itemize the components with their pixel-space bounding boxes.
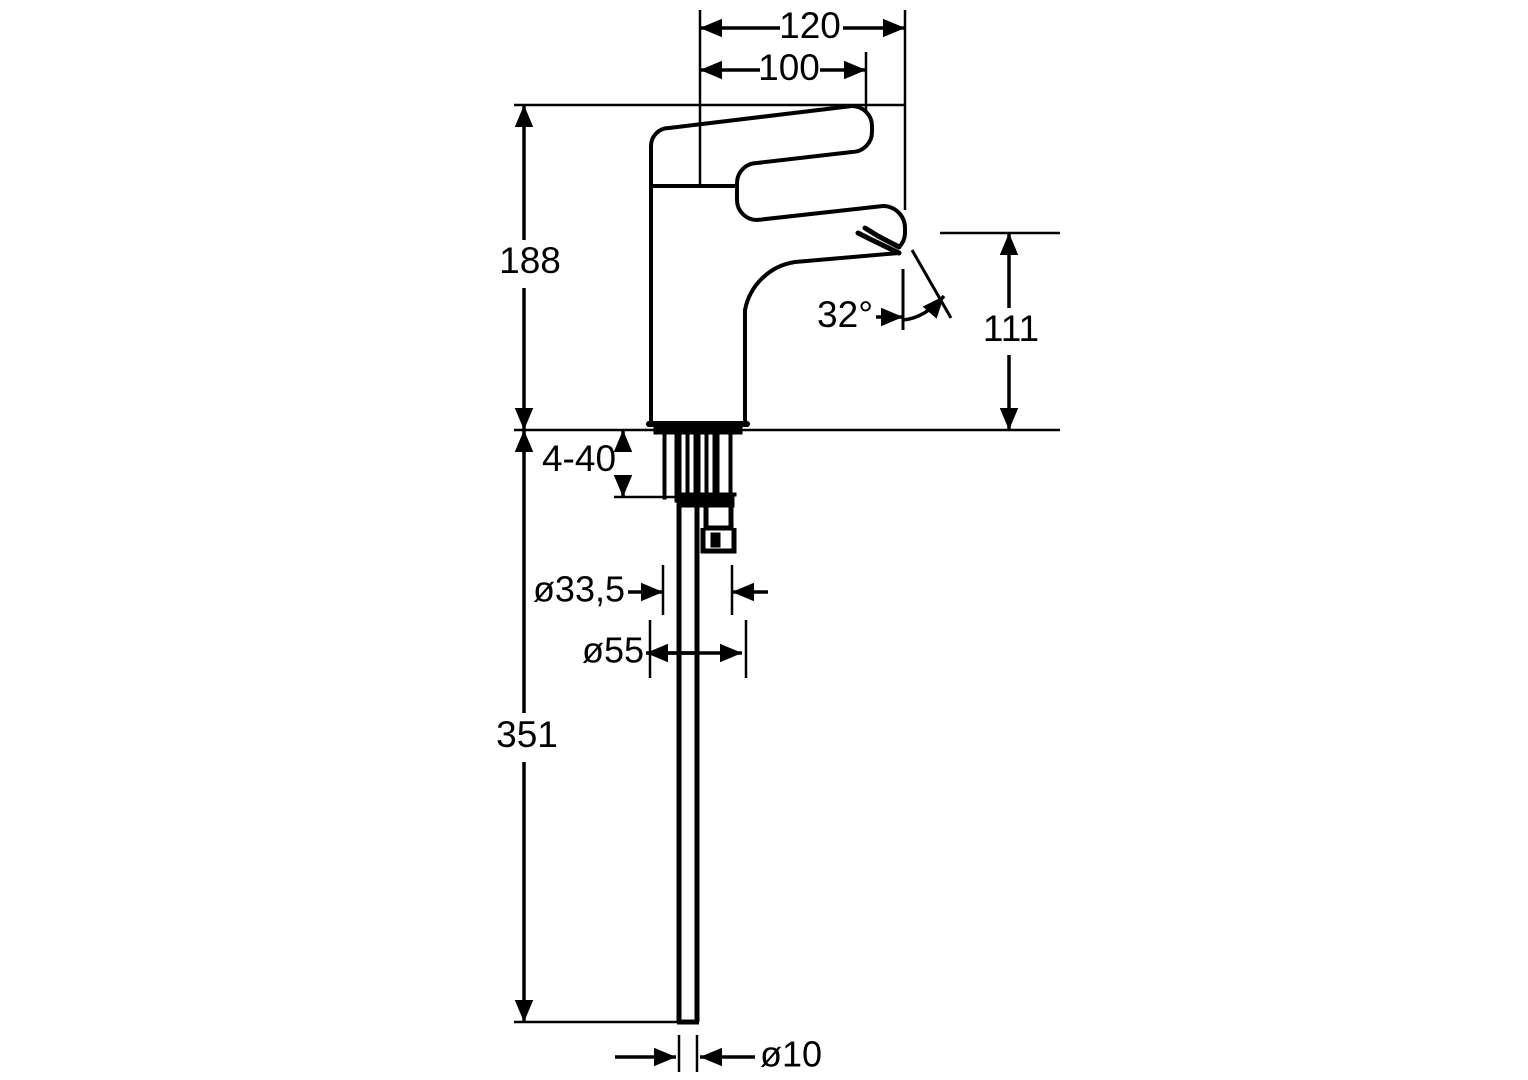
lower-nut-body [703, 507, 734, 531]
dimension-labels-group: 120 100 188 111 32° 4-40 ø33,5 ø55 351 ø… [496, 5, 1039, 1075]
dimension-label-188: 188 [499, 240, 561, 281]
dimension-label-100: 100 [758, 47, 820, 88]
dimension-label-351: 351 [496, 714, 558, 755]
shank-guide-4 [728, 432, 733, 500]
dimension-label-d55: ø55 [582, 630, 644, 671]
dimension-label-4-40: 4-40 [542, 438, 616, 479]
dimension-label-111: 111 [983, 308, 1039, 349]
faucet-body-group [646, 104, 907, 427]
dimension-label-d10: ø10 [760, 1034, 822, 1075]
spout-top-curve [881, 204, 907, 249]
shank-bar-3 [712, 429, 720, 503]
lower-nut-lower-body [700, 528, 737, 554]
lever-handle-upper [649, 104, 874, 188]
spout-underside [743, 251, 901, 322]
lower-nut-port [710, 532, 721, 548]
lever-handle-lower [649, 144, 739, 188]
shank-guide-2 [685, 432, 690, 500]
dimension-label-120: 120 [779, 5, 841, 46]
angle-callout-group [876, 249, 953, 330]
shank-guide-3 [704, 432, 709, 500]
dimension-label-32deg: 32° [817, 294, 873, 335]
lever-arm-mid [735, 184, 885, 222]
angle-slant-ref [910, 249, 953, 319]
angle-arc [902, 294, 946, 322]
supply-tube-group [676, 430, 700, 1025]
spout-aerator-face [862, 225, 902, 250]
extension-lines-group [514, 10, 1060, 1072]
clamp-washer-plate-edge [679, 492, 737, 497]
dimension-lines-group [514, 18, 1019, 1067]
shank-guide-1 [662, 432, 667, 500]
spout-aerator-edge [855, 230, 902, 256]
dimension-label-d335: ø33,5 [533, 569, 625, 610]
